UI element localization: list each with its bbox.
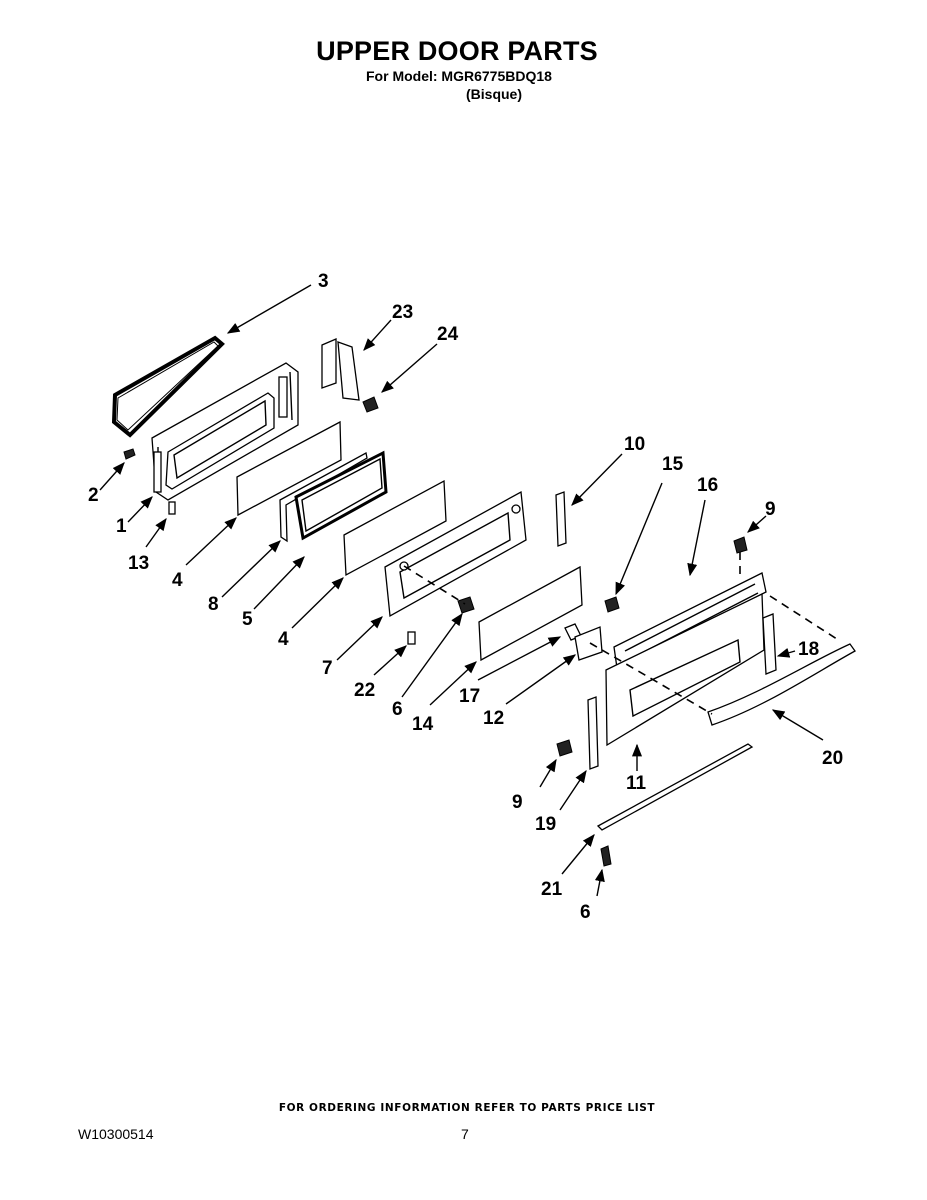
leader-lines xyxy=(99,284,824,897)
callout-24: 24 xyxy=(437,324,459,345)
part-19-end-cap xyxy=(587,696,599,770)
callout-17: 17 xyxy=(459,686,480,707)
callout-8: 8 xyxy=(208,594,219,615)
callout-13: 13 xyxy=(128,553,149,574)
part-21-bottom-trim xyxy=(596,743,754,831)
callout-labels: 3 23 24 2 1 13 4 8 5 4 7 22 6 14 17 12 1… xyxy=(88,271,843,923)
part-10-hinge-strip xyxy=(555,491,567,547)
dash-line-handle-2 xyxy=(589,642,713,715)
part-20-handle xyxy=(707,643,856,726)
part-16-vent-trim xyxy=(613,572,767,669)
part-4-glass-upper xyxy=(236,420,342,517)
callout-22: 22 xyxy=(354,680,375,701)
callout-6a: 6 xyxy=(392,699,403,720)
callout-11: 11 xyxy=(626,773,647,794)
part-6-screw xyxy=(457,596,475,614)
callout-3: 3 xyxy=(318,271,329,292)
part-4-glass-lower xyxy=(343,479,447,577)
part-13-spacer xyxy=(168,501,176,515)
part-24-screw xyxy=(362,396,379,413)
document-number: W10300514 xyxy=(78,1126,154,1142)
part-3-gasket xyxy=(111,335,225,438)
callout-5: 5 xyxy=(242,609,253,630)
part-2-clip xyxy=(123,448,136,460)
dash-line-screw xyxy=(403,565,466,605)
part-14-glass xyxy=(478,565,583,662)
callout-16: 16 xyxy=(697,475,718,496)
model-line: For Model: MGR6775BDQ18 xyxy=(366,68,552,84)
callout-4a: 4 xyxy=(172,570,183,591)
callout-21: 21 xyxy=(541,879,563,900)
callout-1: 1 xyxy=(116,516,127,537)
page-title: UPPER DOOR PARTS xyxy=(316,36,598,66)
part-23-hinge xyxy=(321,338,360,401)
callout-19: 19 xyxy=(535,814,556,835)
dash-line-handle xyxy=(769,595,841,642)
callout-18: 18 xyxy=(798,639,819,660)
callout-23: 23 xyxy=(392,302,413,323)
callout-14: 14 xyxy=(412,714,434,735)
callout-9b: 9 xyxy=(512,792,523,813)
callout-7: 7 xyxy=(322,658,333,679)
part-9-screw-lower xyxy=(556,739,573,757)
callout-2: 2 xyxy=(88,485,99,506)
callout-20: 20 xyxy=(822,748,843,769)
part-22-spacer xyxy=(407,631,416,645)
callout-12: 12 xyxy=(483,708,504,729)
part-11-outer-door xyxy=(605,592,765,747)
part-1-inner-door xyxy=(151,362,299,501)
callout-9a: 9 xyxy=(765,499,776,520)
part-6-screw-lower xyxy=(600,845,612,867)
callout-4b: 4 xyxy=(278,629,289,650)
callout-10: 10 xyxy=(624,434,645,455)
part-9-screw-upper xyxy=(733,536,748,554)
callout-6b: 6 xyxy=(580,902,591,923)
part-15-screw xyxy=(604,596,620,613)
part-12-hinge xyxy=(574,626,603,661)
page-number: 7 xyxy=(461,1126,469,1142)
part-18-end-cap xyxy=(762,613,777,675)
model-variant: (Bisque) xyxy=(466,86,522,102)
part-5-glass-pack xyxy=(294,450,388,541)
callout-15: 15 xyxy=(662,454,684,475)
ordering-note: FOR ORDERING INFORMATION REFER TO PARTS … xyxy=(278,1102,656,1114)
